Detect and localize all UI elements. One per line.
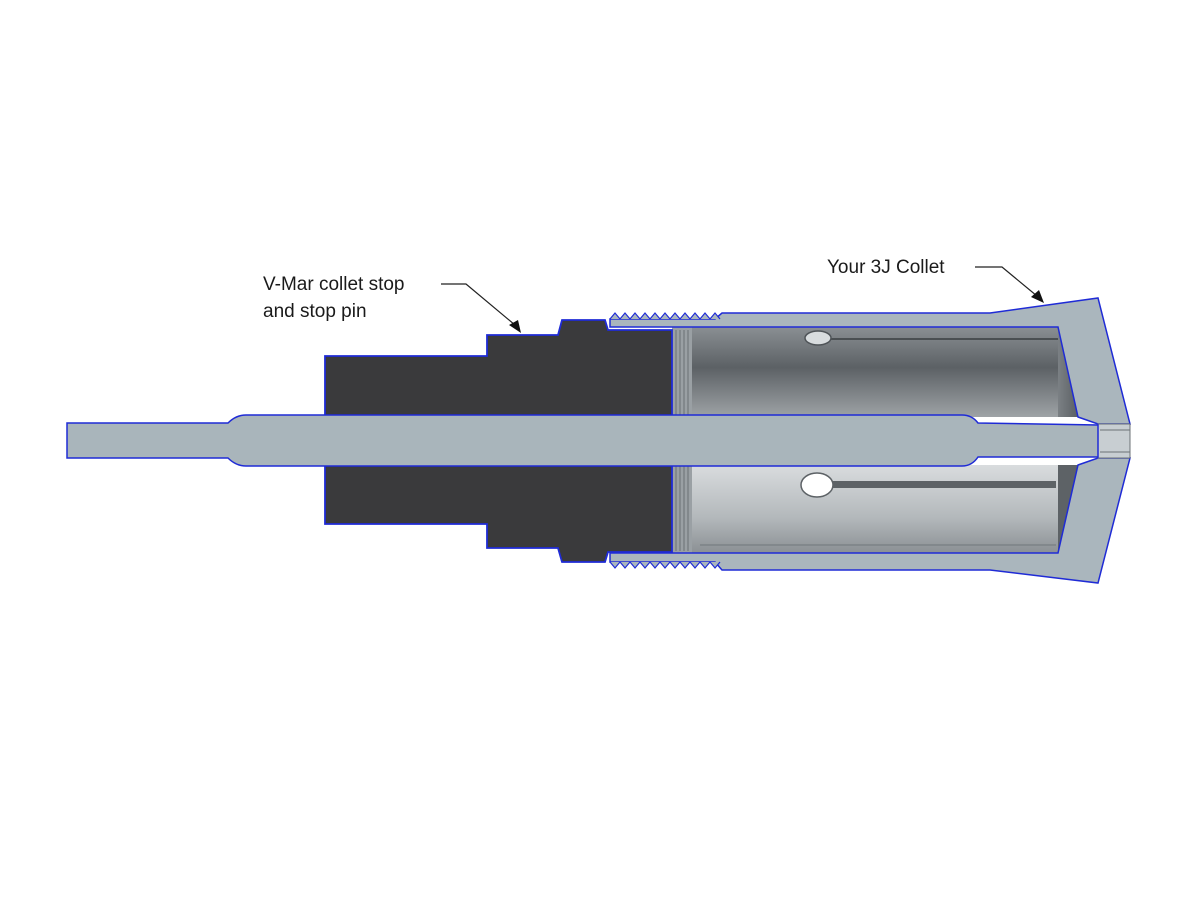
- stop-pin-section: [66, 414, 1099, 467]
- collet-section: [609, 297, 1131, 584]
- leader-stop: [441, 283, 521, 333]
- collet-slot-lower: [828, 481, 1056, 488]
- collet-hole-upper: [804, 330, 832, 346]
- collet-bore-upper: [690, 327, 1058, 417]
- collet-bore-lower: [690, 465, 1058, 553]
- collet-thread-lower: [609, 561, 721, 569]
- leader-collet: [975, 266, 1044, 303]
- collet-stop-callout-line2: and stop pin: [263, 301, 367, 322]
- collet-nose-bore: [1097, 423, 1131, 459]
- collet-stop-callout: V-Mar collet stop and stop pin: [263, 271, 405, 325]
- collet-callout-label: Your 3J Collet: [827, 257, 945, 278]
- collet-callout: Your 3J Collet: [827, 254, 945, 281]
- collet-hole-lower: [800, 472, 834, 498]
- collet-thread-upper: [609, 312, 721, 320]
- collet-stop-callout-line1: V-Mar collet stop: [263, 274, 405, 295]
